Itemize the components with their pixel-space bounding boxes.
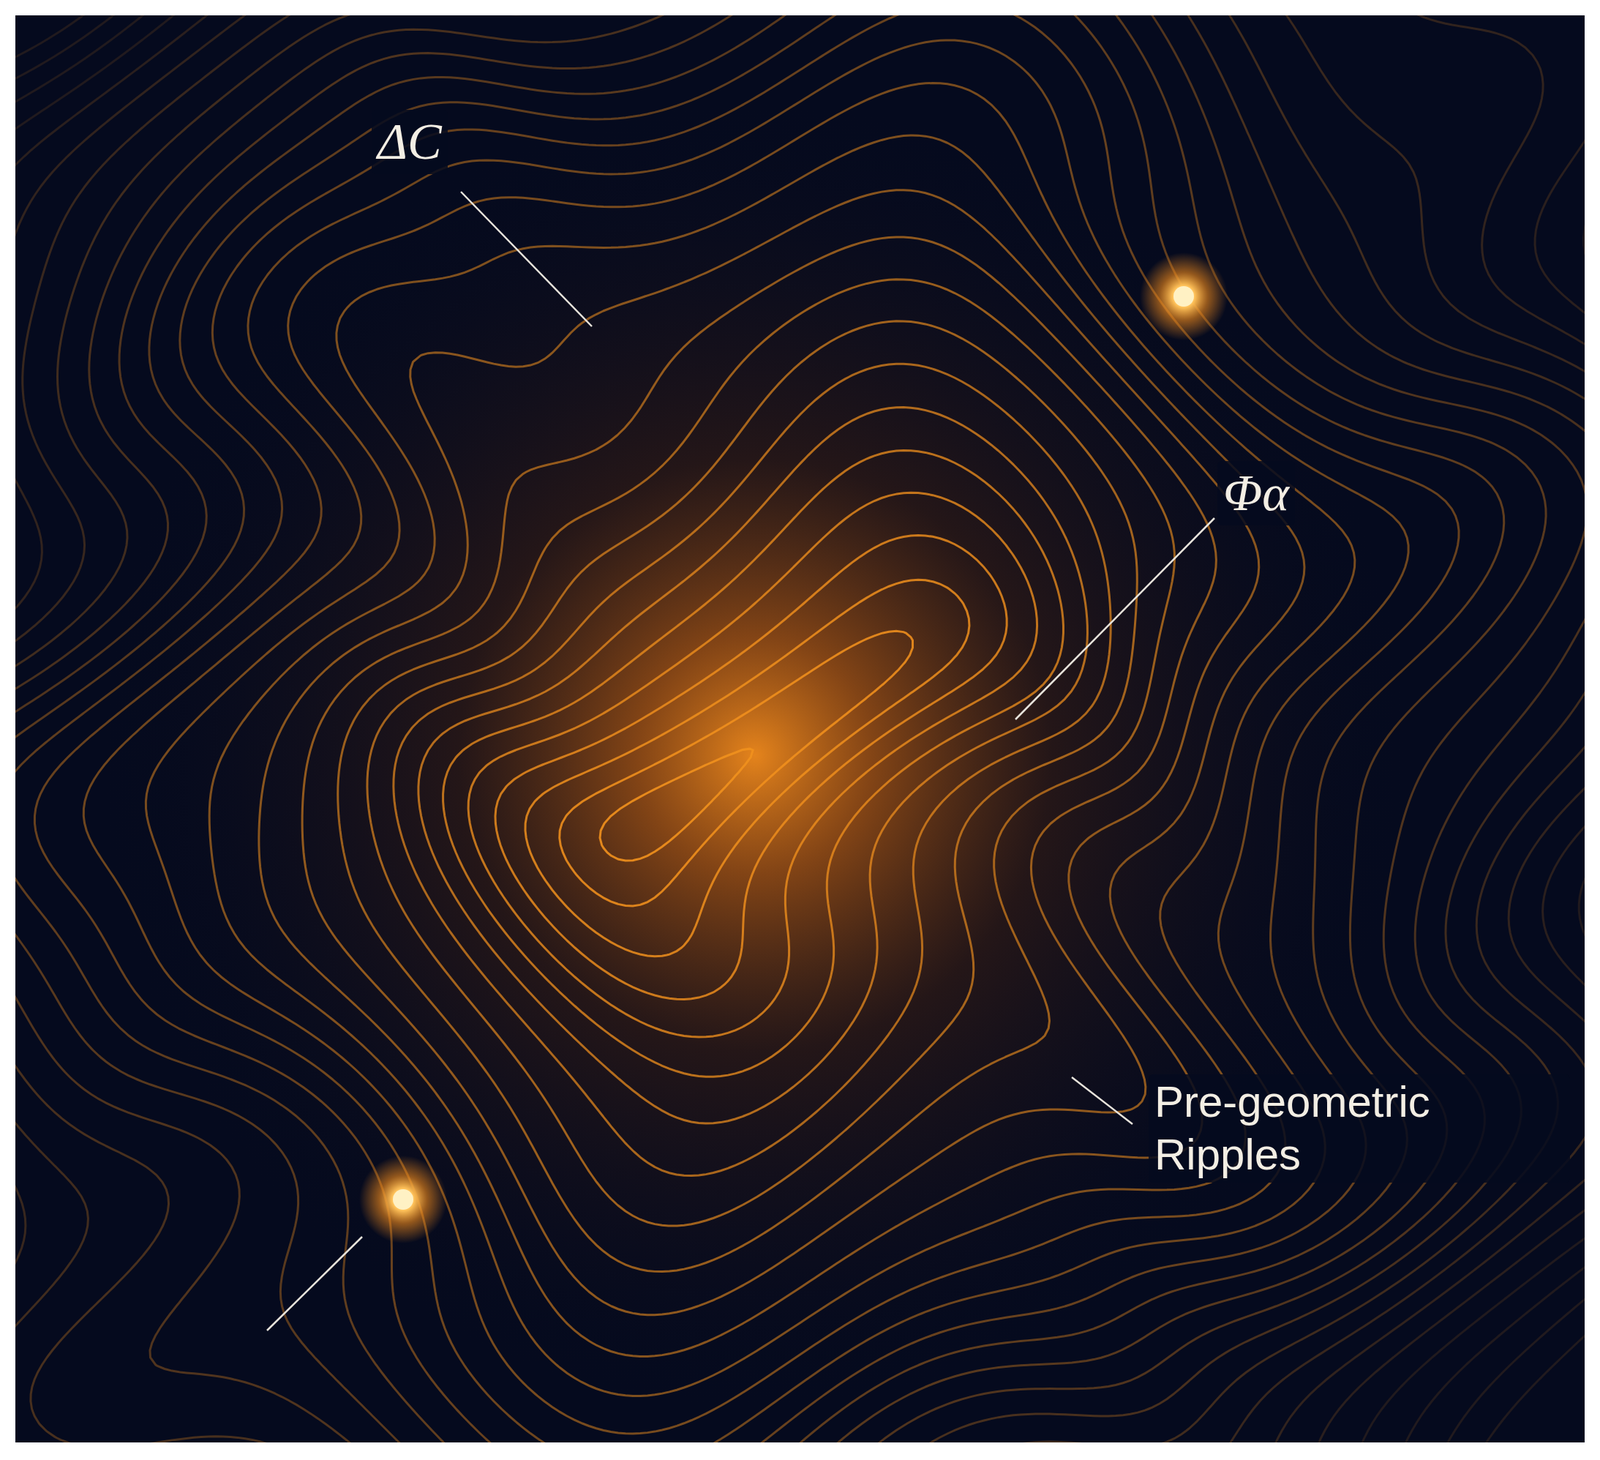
annotation-label: Pre-geometric Ripples	[1148, 1073, 1571, 1183]
ripple-line	[15, 15, 1585, 1442]
ripple-line	[15, 15, 1585, 1442]
leader-line	[267, 1236, 363, 1331]
ripple-line	[15, 15, 1585, 1442]
ripple-line	[15, 15, 1585, 1442]
ripple-line	[15, 15, 1585, 1442]
ripple-line	[15, 15, 1585, 1442]
margin	[0, 0, 16, 1460]
margin	[0, 1441, 1600, 1460]
ripple-line	[15, 15, 1585, 1442]
ripple-line	[15, 15, 1585, 1442]
leader-line	[1071, 1076, 1133, 1124]
ripple-line	[15, 15, 1585, 1442]
ripple-line	[15, 15, 1585, 1442]
ripple-line	[15, 15, 1585, 1442]
ripple-line	[15, 15, 1585, 1442]
ripple-line	[15, 15, 1585, 1442]
ripple-line	[15, 15, 1585, 1442]
ripple-line	[15, 15, 1585, 1442]
symbol-label: Φα	[1217, 460, 1295, 526]
ripple-line	[15, 15, 1585, 1442]
glow-point	[1139, 252, 1228, 341]
margin	[0, 0, 1600, 16]
ripple-line	[15, 15, 1585, 1442]
ripple-line	[15, 15, 1585, 1442]
glow-point	[359, 1155, 448, 1243]
symbol-label: ΔC	[371, 109, 448, 175]
contour-lines	[15, 15, 1585, 1442]
ripple-line	[15, 15, 1585, 1442]
ripple-line	[15, 15, 1585, 1442]
leader-line	[1015, 517, 1215, 720]
glow-point-core	[1173, 286, 1194, 307]
ripple-line	[15, 15, 1585, 1442]
ripple-line	[15, 15, 1585, 1442]
ripple-line	[15, 15, 1585, 1442]
leader-line	[460, 191, 592, 327]
ripple-line	[15, 15, 1585, 1442]
ripple-line	[15, 15, 1585, 1442]
margin	[1584, 0, 1600, 1460]
ripple-line	[15, 15, 1585, 1442]
ripple-line	[15, 15, 1585, 1442]
glow-point-core	[392, 1188, 414, 1210]
ripple-line	[15, 15, 1585, 1442]
